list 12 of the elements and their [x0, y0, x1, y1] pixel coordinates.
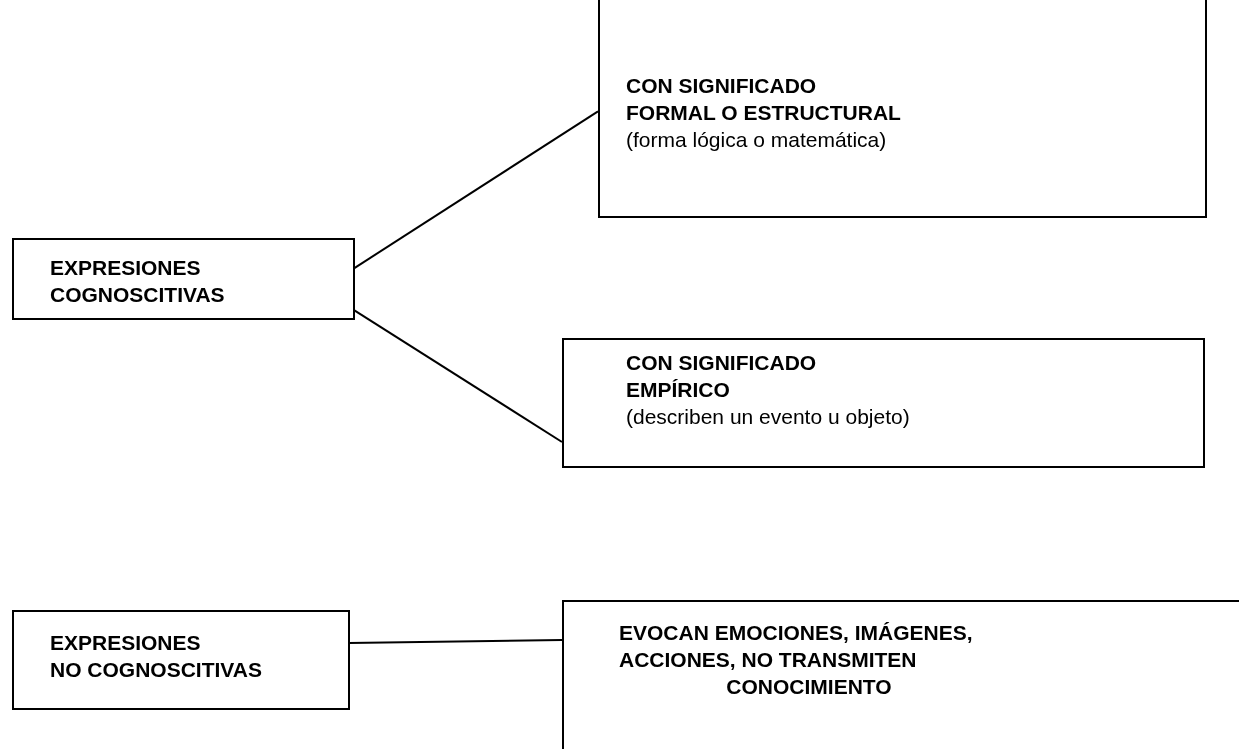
box-note: (describen un evento u objeto) [626, 404, 911, 430]
box-heading: CON SIGNIFICADO EMPÍRICO [626, 350, 818, 403]
text-box [598, 0, 1207, 218]
box-note: (forma lógica o matemática) [626, 127, 888, 153]
box-heading: CON SIGNIFICADO FORMAL O ESTRUCTURAL [626, 73, 902, 126]
box-heading: EVOCAN EMOCIONES, IMÁGENES, ACCIONES, NO TRANSMITEN CONOCIMIENTO [619, 620, 974, 700]
text-box [12, 610, 350, 710]
text-box [12, 238, 355, 320]
box-heading: EXPRESIONES NO COGNOSCITIVAS [50, 630, 263, 683]
text-box [562, 600, 1239, 749]
text-box [562, 338, 1205, 468]
box-heading: EXPRESIONES COGNOSCITIVAS [50, 255, 226, 308]
